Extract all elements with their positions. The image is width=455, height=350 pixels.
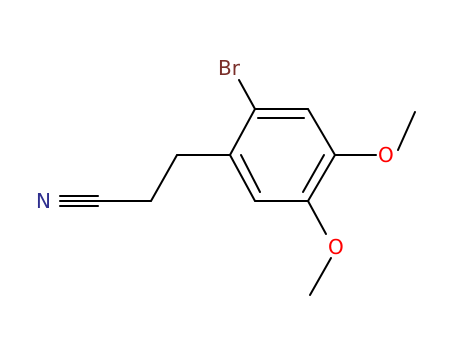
bond-ring-c3-c4	[307, 108, 336, 156]
bromine-label: Br	[218, 56, 241, 80]
bond-c-br	[238, 79, 256, 110]
bond-ring-double-right	[302, 154, 325, 193]
bonds	[59, 79, 416, 296]
bond-chain-2	[150, 154, 178, 202]
bond-ring-c4-c5	[307, 154, 336, 202]
bond-o-me-bottom	[309, 257, 332, 296]
oxygen-label-top: O	[378, 143, 394, 167]
nitrogen-label: N	[36, 189, 51, 213]
bond-ring-c6-c1	[229, 154, 256, 202]
bond-ring-double-left	[240, 154, 261, 193]
bond-ring-c1-c2	[229, 108, 256, 156]
bond-o-me-top	[397, 111, 416, 151]
bond-c-o-bottom	[307, 200, 327, 235]
oxygen-label-bottom: O	[328, 235, 344, 259]
